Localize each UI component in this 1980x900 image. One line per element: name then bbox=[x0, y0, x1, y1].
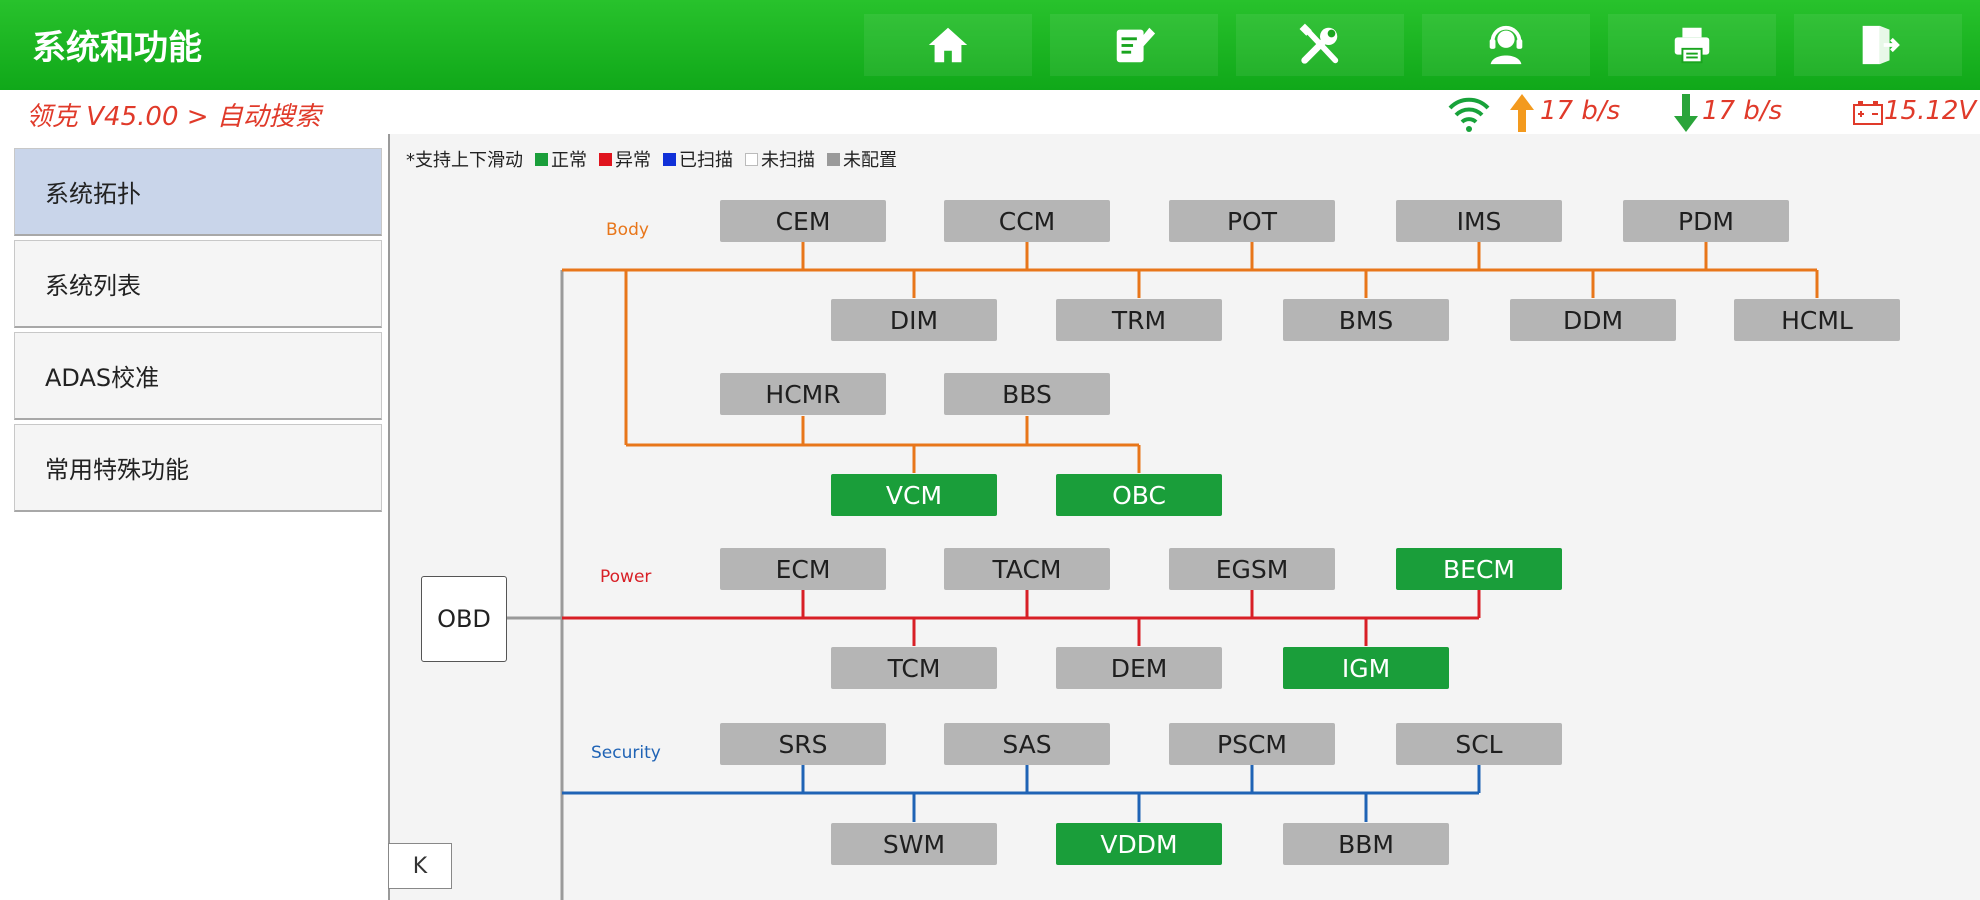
upload-rate: 17 b/s bbox=[1540, 96, 1621, 126]
legend: *支持上下滑动 正常 异常 已扫描 未扫描 未配置 bbox=[406, 146, 897, 172]
edit-report-icon bbox=[1116, 27, 1156, 63]
topology-panel[interactable] bbox=[388, 134, 1980, 900]
module-becm[interactable]: BECM bbox=[1396, 548, 1562, 590]
legend-swatch-unscanned bbox=[745, 152, 758, 166]
home-button[interactable] bbox=[864, 14, 1032, 76]
module-pdm[interactable]: PDM bbox=[1623, 200, 1789, 242]
module-egsm[interactable]: EGSM bbox=[1169, 548, 1335, 590]
legend-swatch-scanned bbox=[663, 152, 676, 166]
sidebar-item-special-functions[interactable]: 常用特殊功能 bbox=[14, 424, 382, 512]
printer-icon bbox=[1674, 27, 1710, 64]
module-vcm[interactable]: VCM bbox=[831, 474, 997, 516]
sidebar-item-system-list[interactable]: 系统列表 bbox=[14, 240, 382, 328]
module-bbs[interactable]: BBS bbox=[944, 373, 1110, 415]
module-swm[interactable]: SWM bbox=[831, 823, 997, 865]
support-button[interactable] bbox=[1422, 14, 1590, 76]
home-icon bbox=[928, 27, 968, 63]
legend-swatch-abnormal bbox=[599, 152, 612, 166]
module-pscm[interactable]: PSCM bbox=[1169, 723, 1335, 765]
sidebar-item-adas-calibration[interactable]: ADAS校准 bbox=[14, 332, 382, 420]
print-button[interactable] bbox=[1608, 14, 1776, 76]
module-igm[interactable]: IGM bbox=[1283, 647, 1449, 689]
tools-button[interactable] bbox=[1236, 14, 1404, 76]
module-obc[interactable]: OBC bbox=[1056, 474, 1222, 516]
module-dem[interactable]: DEM bbox=[1056, 647, 1222, 689]
tools-icon bbox=[1299, 23, 1339, 64]
wifi-icon bbox=[1448, 97, 1490, 132]
module-ecm[interactable]: ECM bbox=[720, 548, 886, 590]
upload-arrow-icon bbox=[1510, 94, 1534, 132]
exit-button[interactable] bbox=[1794, 14, 1962, 76]
breadcrumb: 领克 V45.00 > 自动搜索 bbox=[26, 102, 321, 132]
legend-label-normal: 正常 bbox=[551, 150, 587, 171]
legend-hint: *支持上下滑动 bbox=[406, 150, 523, 171]
module-hcml[interactable]: HCML bbox=[1734, 299, 1900, 341]
group-label-body: Body bbox=[606, 220, 649, 240]
module-bms[interactable]: BMS bbox=[1283, 299, 1449, 341]
module-trm[interactable]: TRM bbox=[1056, 299, 1222, 341]
module-cem[interactable]: CEM bbox=[720, 200, 886, 242]
battery-voltage: 15.12V bbox=[1884, 96, 1977, 126]
module-dim[interactable]: DIM bbox=[831, 299, 997, 341]
download-arrow-icon bbox=[1674, 94, 1698, 132]
module-bbm[interactable]: BBM bbox=[1283, 823, 1449, 865]
module-scl[interactable]: SCL bbox=[1396, 723, 1562, 765]
legend-swatch-unconfigured bbox=[827, 152, 840, 166]
legend-label-unconfigured: 未配置 bbox=[843, 150, 897, 171]
sidebar-item-topology[interactable]: 系统拓扑 bbox=[14, 148, 382, 236]
module-vddm[interactable]: VDDM bbox=[1056, 823, 1222, 865]
collapse-sidebar-button[interactable]: K bbox=[388, 843, 452, 889]
page-title: 系统和功能 bbox=[32, 28, 202, 68]
group-label-security: Security bbox=[591, 743, 661, 763]
group-label-power: Power bbox=[600, 567, 652, 587]
module-hcmr[interactable]: HCMR bbox=[720, 373, 886, 415]
module-tacm[interactable]: TACM bbox=[944, 548, 1110, 590]
battery-icon bbox=[1853, 101, 1883, 125]
legend-label-scanned: 已扫描 bbox=[679, 150, 733, 171]
module-ccm[interactable]: CCM bbox=[944, 200, 1110, 242]
exit-icon bbox=[1862, 25, 1900, 65]
legend-swatch-normal bbox=[535, 152, 548, 166]
module-ddm[interactable]: DDM bbox=[1510, 299, 1676, 341]
download-rate: 17 b/s bbox=[1702, 96, 1783, 126]
report-button[interactable] bbox=[1050, 14, 1218, 76]
top-bar: 系统和功能 bbox=[0, 0, 1980, 90]
module-pot[interactable]: POT bbox=[1169, 200, 1335, 242]
module-ims[interactable]: IMS bbox=[1396, 200, 1562, 242]
module-sas[interactable]: SAS bbox=[944, 723, 1110, 765]
obd-connector[interactable]: OBD bbox=[421, 576, 507, 662]
legend-label-abnormal: 异常 bbox=[615, 150, 651, 171]
module-srs[interactable]: SRS bbox=[720, 723, 886, 765]
support-agent-icon bbox=[1489, 25, 1523, 65]
module-tcm[interactable]: TCM bbox=[831, 647, 997, 689]
sidebar: 系统拓扑 系统列表 ADAS校准 常用特殊功能 bbox=[14, 148, 382, 516]
legend-label-unscanned: 未扫描 bbox=[761, 150, 815, 171]
